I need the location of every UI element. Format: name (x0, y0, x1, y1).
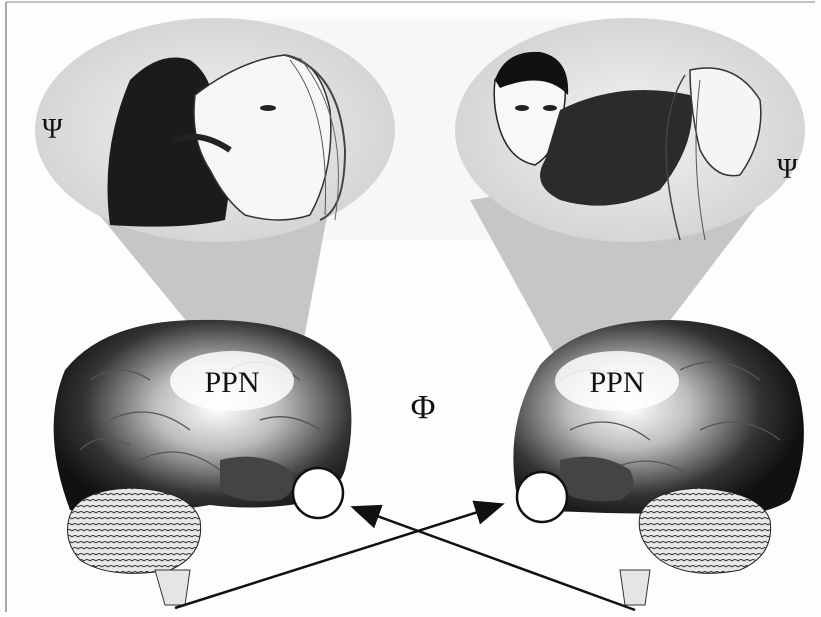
right-eye-illustration (517, 472, 567, 522)
left-ppn-label: PPN (204, 366, 259, 399)
arrow-right-to-left-eye (355, 508, 635, 610)
left-eye-illustration (293, 468, 343, 518)
right-psi-symbol: Ψ (777, 154, 798, 185)
left-portrait-illustration (108, 55, 346, 227)
left-psi-symbol: Ψ (42, 114, 63, 145)
arrow-left-to-right-eye (175, 505, 500, 608)
center-phi-symbol: Φ (411, 389, 436, 426)
right-ppn-label: PPN (589, 366, 644, 399)
